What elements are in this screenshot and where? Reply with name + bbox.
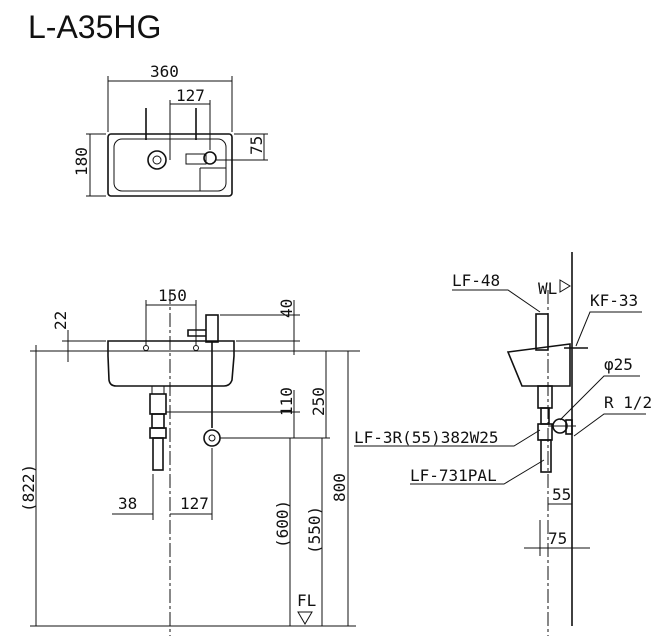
floor-label: FL — [297, 591, 316, 610]
faucet-side — [535, 313, 549, 351]
faucet-offset-dimension: 150 — [158, 286, 187, 305]
height-550-dimension: (550) — [305, 506, 324, 554]
offset-55-dimension: 55 — [552, 485, 571, 504]
drain-inner-circle — [152, 155, 162, 165]
floor-marker-icon — [297, 611, 313, 625]
thread-leader — [573, 413, 646, 437]
pipe-diameter-leader — [559, 375, 640, 421]
basin-front-body — [107, 340, 235, 387]
height-600-dimension: (600) — [273, 500, 292, 548]
faucet-spout-front — [187, 329, 206, 337]
drain-pipe-side — [540, 439, 552, 473]
faucet-body-front — [205, 314, 219, 343]
trap-side-upper — [537, 385, 553, 409]
water-level-marker-icon — [559, 279, 571, 293]
drain-leader — [410, 459, 545, 485]
trap-part-label: LF-3R(55)382W25 — [354, 428, 499, 447]
top-view: 360 127 180 75 — [72, 62, 268, 197]
trap-leader — [354, 429, 541, 447]
bracket-part-label: KF-33 — [590, 291, 638, 310]
faucet-part-label: LF-48 — [452, 271, 500, 290]
drain-offset-dimension: 110 — [277, 387, 296, 416]
faucet-spout-top — [185, 153, 207, 165]
total-height-dimension: (822) — [19, 464, 38, 512]
faucet-spacing-dimension: 127 — [176, 86, 205, 105]
rim-thickness-dimension: 22 — [51, 311, 70, 330]
pipe-diameter-label: φ25 — [604, 355, 633, 374]
width-dimension: 360 — [150, 62, 179, 81]
supply-valve-front — [203, 429, 221, 447]
drain-spacing-dimension: 127 — [180, 494, 209, 513]
trap-body-front — [149, 393, 167, 415]
faucet-height-dimension: 40 — [277, 299, 296, 318]
drain-left-dimension: 38 — [118, 494, 137, 513]
drain-pipe-front — [152, 437, 164, 471]
basin-side-profile — [506, 343, 571, 387]
drain-outlet-front — [151, 385, 165, 395]
rim-height-dimension: 800 — [330, 473, 349, 502]
drain-part-label: LF-731PAL — [410, 466, 497, 485]
offset-75-dimension: 75 — [548, 529, 567, 548]
edge-offset-dimension: 75 — [247, 136, 266, 155]
basin-height-dimension: 250 — [309, 387, 328, 416]
faucet-leader — [452, 289, 541, 313]
depth-dimension: 180 — [72, 147, 91, 176]
product-code-title: L-A35HG — [28, 9, 161, 45]
front-view: 150 22 40 250 110 (822) (600) (550) 800 — [19, 286, 360, 636]
faucet-body-top — [203, 151, 217, 165]
bolt-hole-left — [143, 345, 149, 351]
drain-top-circle — [147, 150, 167, 170]
thread-label: R 1/2 — [604, 393, 652, 412]
bolt-hole-right — [193, 345, 199, 351]
side-view: WL LF-48 KF-33 φ25 R 1/2 LF-3R(55)382W25… — [354, 252, 652, 636]
bracket-leader — [575, 311, 642, 347]
water-level-label: WL — [538, 279, 557, 298]
